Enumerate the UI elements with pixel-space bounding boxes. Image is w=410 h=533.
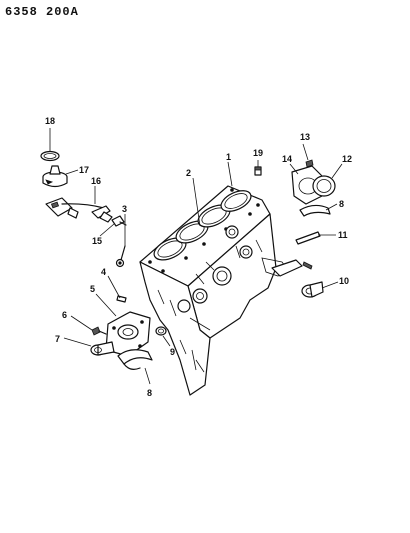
callout-18: 18 — [45, 116, 55, 126]
callout-8-lower: 8 — [147, 388, 152, 398]
callout-17: 17 — [79, 165, 89, 175]
callout-labels: 1 2 3 4 5 6 7 8 8 9 10 11 12 13 14 15 16… — [45, 116, 352, 398]
part-7-seal — [90, 341, 115, 356]
callout-9: 9 — [170, 347, 175, 357]
part-6-bolt — [91, 326, 107, 336]
part-17-filler-cap — [42, 165, 68, 188]
callout-19: 19 — [253, 148, 263, 158]
part-8-lower-gasket — [117, 349, 153, 370]
callout-8-upper: 8 — [339, 199, 344, 209]
callout-16: 16 — [91, 176, 101, 186]
part-15-fitting — [111, 215, 127, 227]
callout-15: 15 — [92, 236, 102, 246]
part-11-pin — [295, 231, 321, 245]
part-9-plug — [155, 326, 167, 336]
part-4-dowel — [116, 295, 127, 303]
part-18-seal-ring — [40, 150, 60, 162]
part-5-housing — [105, 311, 151, 357]
callout-3: 3 — [122, 204, 127, 214]
callout-10: 10 — [339, 276, 349, 286]
callout-14: 14 — [282, 154, 292, 164]
callout-11: 11 — [338, 230, 348, 240]
callout-7: 7 — [55, 334, 60, 344]
cylinder-block — [139, 185, 313, 396]
part-16-sensor-assembly — [45, 197, 113, 223]
leader-lines — [49, 128, 343, 385]
callout-2: 2 — [186, 168, 191, 178]
callout-5: 5 — [90, 284, 95, 294]
diagram-code: 6358 200A — [5, 5, 79, 19]
part-8-upper-gasket — [299, 204, 331, 217]
part-13-pin — [305, 159, 314, 168]
callout-6: 6 — [62, 310, 67, 320]
callout-13: 13 — [300, 132, 310, 142]
callout-1: 1 — [226, 152, 231, 162]
part-12-rear-seal — [312, 175, 336, 197]
part-19-plug — [254, 166, 262, 176]
callout-4: 4 — [101, 267, 106, 277]
callout-12: 12 — [342, 154, 352, 164]
part-10-seal — [301, 281, 324, 298]
part-3-bolt — [115, 245, 126, 268]
